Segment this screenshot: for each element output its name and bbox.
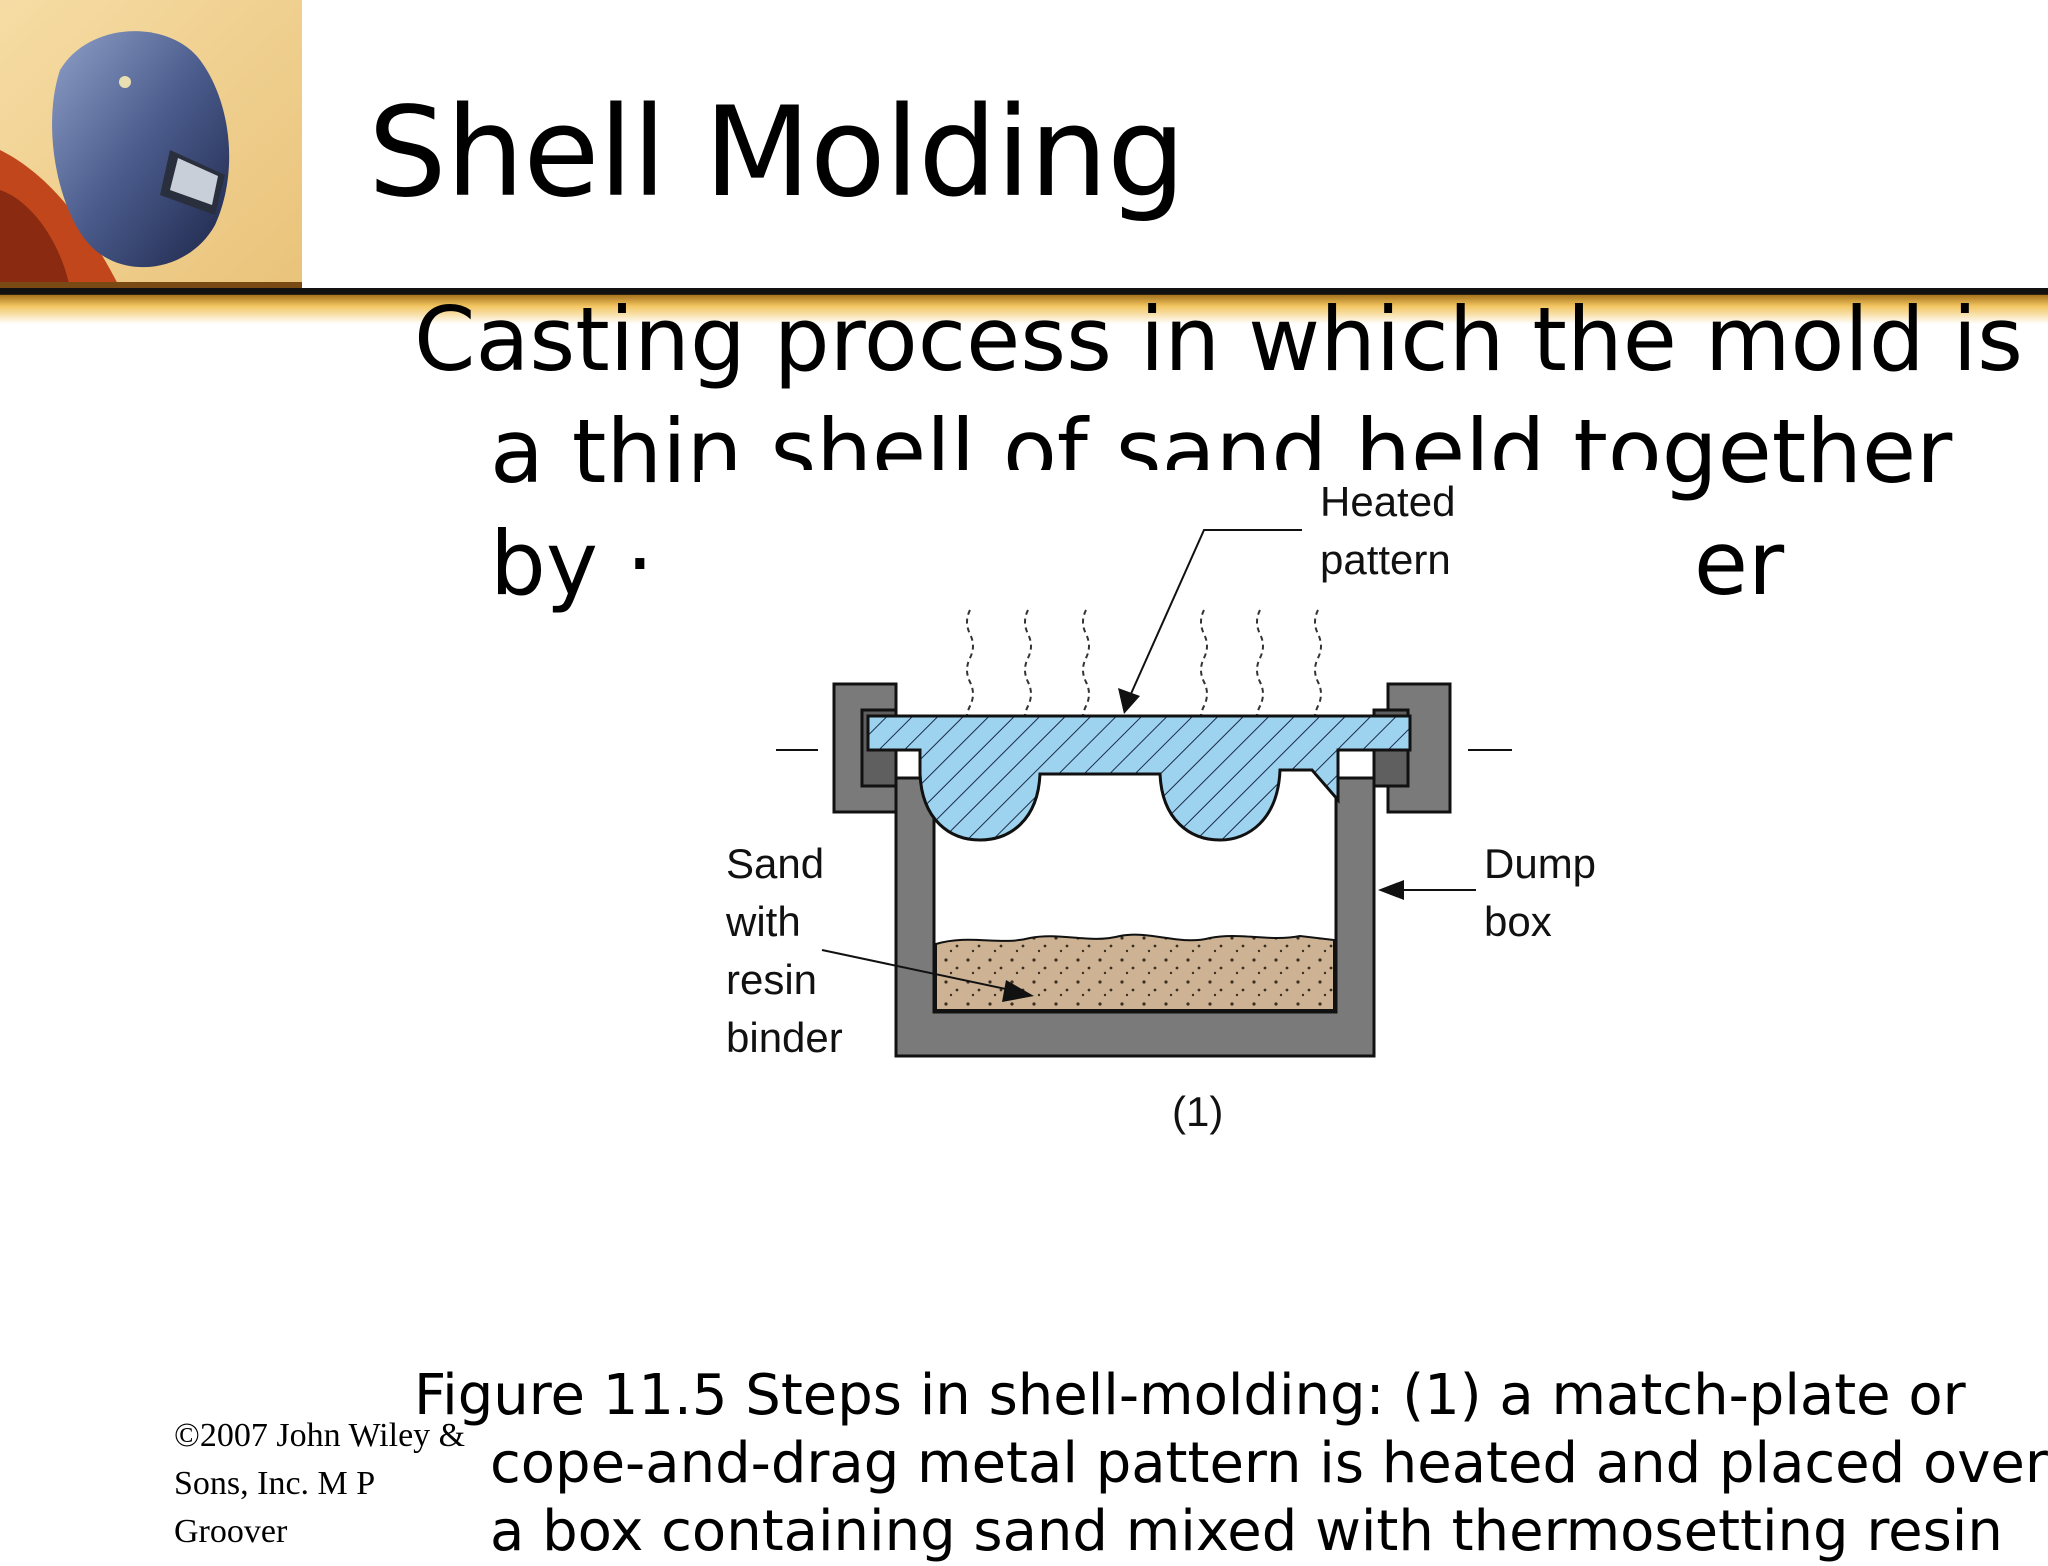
heated-pattern <box>866 714 1412 842</box>
slide-title: Shell Molding <box>368 81 1186 225</box>
sand-leader <box>821 949 1034 1002</box>
label-sand: Sand <box>726 840 824 887</box>
copyright-line: Groover <box>174 1513 288 1550</box>
dump-box-leader <box>1378 880 1476 900</box>
figure-caption: Figure 11.5 Steps in shell-molding: (1) … <box>414 1362 2048 1566</box>
caption-line: Figure 11.5 Steps in shell-molding: (1) … <box>414 1363 1966 1428</box>
copyright-line: Sons, Inc. M P <box>174 1465 376 1502</box>
body-line: Casting process in which the mold is <box>414 288 2023 391</box>
body-line: by · er <box>414 508 2014 620</box>
caption-line: a box containing sand mixed with thermos… <box>490 1499 2003 1564</box>
label-dump: Dump <box>1484 840 1596 887</box>
step-label: (1) <box>1172 1088 1223 1135</box>
body-line-end: er <box>1693 512 1785 615</box>
copyright-notice: ©2007 John Wiley & Sons, Inc. M P Groove… <box>174 1412 514 1556</box>
copyright-line: ©2007 John Wiley & <box>174 1417 466 1454</box>
label-box: box <box>1484 898 1552 945</box>
welder-photo <box>0 0 302 288</box>
heated-pattern-leader <box>1118 529 1302 714</box>
heat-waves <box>966 609 1322 725</box>
label-with: with <box>725 898 801 945</box>
shell-molding-figure: Heated pattern Dump box Sand with resin … <box>700 470 1660 1150</box>
label-heated: Heated <box>1320 478 1455 525</box>
header-rule <box>0 288 2048 324</box>
label-pattern: pattern <box>1320 536 1451 583</box>
body-line-start: by · <box>490 512 654 615</box>
label-resin: resin <box>726 956 817 1003</box>
label-binder: binder <box>726 1014 843 1061</box>
sand-resin-binder <box>935 933 1335 1011</box>
caption-line: cope-and-drag metal pattern is heated an… <box>490 1431 2048 1496</box>
